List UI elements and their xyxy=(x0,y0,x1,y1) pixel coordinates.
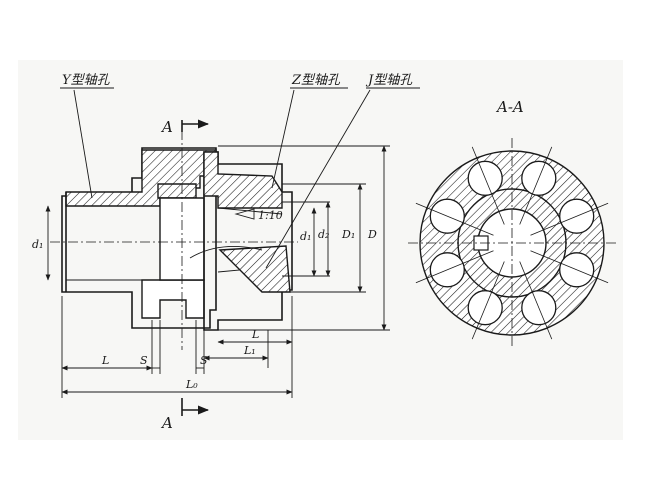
section-mark-top-arrow xyxy=(181,120,208,132)
taper-symbol xyxy=(234,208,255,220)
section-mark-bottom: A xyxy=(160,414,173,432)
radial-line xyxy=(519,146,553,225)
section-radial-lines xyxy=(415,146,609,340)
dim-L-left: L xyxy=(101,354,109,367)
label-j-hole: J型轴孔 xyxy=(365,73,413,88)
radial-line xyxy=(471,146,505,225)
spider-top xyxy=(157,183,197,199)
radial-line xyxy=(530,250,609,284)
dim-S-left: S xyxy=(140,354,148,367)
radial-line xyxy=(415,250,494,284)
leader-z-hole xyxy=(271,89,295,189)
leader-j-hole xyxy=(265,89,371,269)
radial-line xyxy=(471,261,505,340)
section-mark-top: A xyxy=(160,118,173,136)
dim-L0: L₀ xyxy=(185,378,198,391)
right-hub-wall-top xyxy=(203,151,283,209)
radial-line xyxy=(415,202,494,236)
radial-line xyxy=(530,202,609,236)
dim-L1: L₁ xyxy=(243,344,256,357)
side-view xyxy=(45,87,420,416)
label-taper: 1:10 xyxy=(258,209,283,222)
dim-d1-left: d₁ xyxy=(32,238,43,251)
dim-L-right: L xyxy=(251,328,259,341)
left-hub-outline xyxy=(61,147,217,329)
section-title: A-A xyxy=(495,98,524,116)
label-y-hole: Y型轴孔 xyxy=(62,73,111,88)
dim-D: D xyxy=(367,228,377,241)
dim-S-right: S xyxy=(200,354,208,367)
label-z-hole: Z型轴孔 xyxy=(291,73,341,88)
dim-d1-right: d₁ xyxy=(300,230,311,243)
j-bore-curve xyxy=(189,245,263,259)
dim-d2: d₂ xyxy=(318,228,329,241)
leader-y-hole xyxy=(73,89,93,199)
section-mark-bottom-arrow xyxy=(181,398,208,416)
radial-line xyxy=(519,261,553,340)
section-view xyxy=(408,138,616,348)
dim-D1: D₁ xyxy=(341,228,355,241)
